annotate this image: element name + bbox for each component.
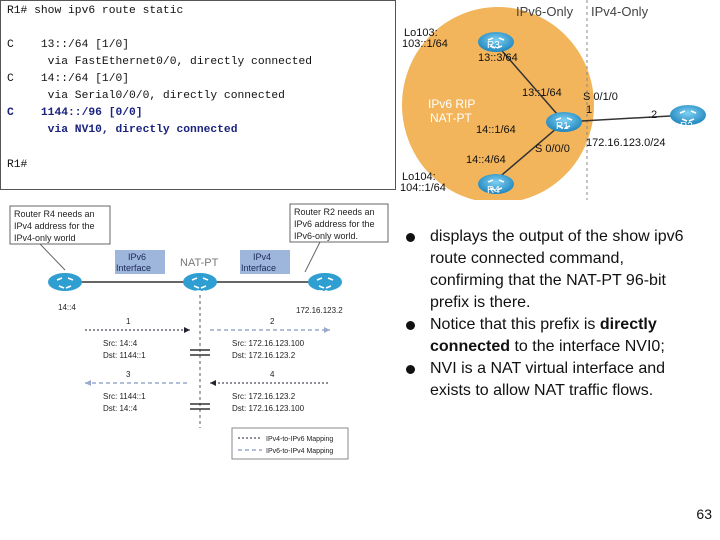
step-2-dst: Dst: 172.16.123.2 [232, 351, 296, 360]
router-r2-icon: R2 [670, 105, 706, 132]
flow-router-r4-icon [48, 273, 82, 291]
flow-router-r1-icon [183, 273, 217, 291]
step-2-label: 2 [270, 317, 275, 326]
ipv4-interface-label: Interface [241, 263, 276, 273]
bullet-text: NVI is a NAT virtual interface and exist… [430, 360, 666, 399]
lo104-addr: 104::1/64 [400, 182, 446, 194]
bullet-dot-icon [406, 321, 415, 330]
r2-note-line: IPv6 address for the [294, 219, 375, 229]
terminal-line: R1# [7, 159, 28, 171]
step-2-src: Src: 172.16.123.100 [232, 339, 305, 348]
ipv4-only-label: IPv4-Only [591, 4, 649, 19]
r4-address: 14::4 [58, 303, 76, 312]
terminal-line-highlighted: C 1144::/96 [0/0] [7, 107, 143, 119]
flow-r2-label: R2 [318, 289, 329, 298]
rip-label: IPv6 RIP [428, 97, 475, 111]
ipv6-area [402, 7, 594, 200]
legend-ipv4-to-ipv6: IPv4-to-IPv6 Mapping [266, 436, 333, 443]
step-4-dst: Dst: 172.16.123.100 [232, 404, 305, 413]
router-r1-icon: R1 [546, 112, 582, 132]
bullet-dot-icon [406, 233, 415, 242]
lo104-name: Lo104: [402, 171, 436, 183]
net-13-3: 13::3/64 [478, 52, 518, 64]
step-4-label: 4 [270, 370, 275, 379]
bullet-text: displays the output of the show ipv6 rou… [430, 228, 684, 311]
terminal-output: R1# show ipv6 route static C 13::/64 [1/… [0, 0, 396, 190]
ipv6-interface-label: Interface [116, 263, 151, 273]
bullet-text-pre: Notice that this prefix is [430, 316, 600, 333]
flow-router-r2-icon [308, 273, 342, 291]
router-r3-icon: R3 [478, 32, 514, 52]
port-2-label: .2 [648, 109, 657, 121]
terminal-line: via FastEthernet0/0, directly connected [7, 56, 313, 68]
terminal-line: R1# show ipv6 route static [7, 5, 184, 17]
router-r2-label: R2 [680, 121, 693, 132]
bullet-item: Notice that this prefix is directly conn… [400, 314, 700, 358]
ipv4-network-label: 172.16.123.0/24 [586, 137, 666, 149]
network-topology-diagram: IPv6-Only IPv4-Only Lo103: 103::1/64 13:… [400, 0, 706, 200]
lo103-addr: 103::1/64 [402, 38, 448, 50]
router-r3-label: R3 [487, 40, 500, 51]
flow-r4-label: R4 [61, 290, 72, 299]
router-r1-label: R1 [556, 121, 569, 132]
bullet-item: NVI is a NAT virtual interface and exist… [400, 358, 700, 402]
ipv6-interface-label: IPv6 [128, 252, 146, 262]
step-1-label: 1 [126, 317, 131, 326]
r4-note-line: Router R4 needs an [14, 209, 95, 219]
bullet-text-bold: directly connected [430, 316, 657, 355]
step-1-dst: Dst: 1144::1 [103, 351, 146, 360]
bullet-list: displays the output of the show ipv6 rou… [400, 226, 700, 402]
legend-ipv6-to-ipv4: IPv6-to-IPv4 Mapping [266, 448, 333, 455]
step-3-dst: Dst: 14::4 [103, 404, 138, 413]
r2-note-line: Router R2 needs an [294, 207, 375, 217]
step-4-src: Src: 172.16.123.2 [232, 392, 296, 401]
step-3-label: 3 [126, 370, 131, 379]
bullet-text-post: to the interface NVI0; [510, 338, 665, 355]
ipv4-interface-label: IPv4 [253, 252, 271, 262]
serial-010-label: S 0/1/0 [583, 91, 618, 103]
flow-r1-label: R1 [196, 289, 207, 298]
port-1-label: 1 [586, 104, 592, 116]
ipv4-interface-box [240, 250, 290, 274]
step-3-src: Src: 1144::1 [103, 392, 146, 401]
terminal-line: C 14::/64 [1/0] [7, 73, 130, 85]
flow-legend [231, 427, 349, 460]
terminal-line: C 13::/64 [1/0] [7, 39, 130, 51]
terminal-line-highlighted: via NV10, directly connected [7, 124, 238, 136]
natpt-label: NAT-PT [430, 111, 472, 125]
natpt-flow-diagram: Router R4 needs an IPv4 address for the … [9, 203, 389, 460]
bullet-dot-icon [406, 365, 415, 374]
r2-note-box [289, 203, 389, 243]
step-1-src: Src: 14::4 [103, 339, 138, 348]
r4-note-box [9, 205, 111, 245]
r2-address: 172.16.123.2 [296, 306, 343, 315]
natpt-label: NAT-PT [180, 257, 219, 269]
ipv6-interface-box [115, 250, 165, 274]
net-13-1: 13::1/64 [522, 87, 562, 99]
r4-note-line: IPv4-only world [14, 233, 76, 243]
router-r4-label: R4 [487, 185, 500, 196]
net-14-1: 14::1/64 [476, 124, 516, 136]
r2-note-line: IPv6-only world. [294, 231, 358, 241]
serial-000-label: S 0/0/0 [535, 143, 570, 155]
terminal-line: via Serial0/0/0, directly connected [7, 90, 285, 102]
router-r4-icon: R4 [478, 174, 514, 196]
net-14-4: 14::4/64 [466, 154, 506, 166]
ipv6-only-label: IPv6-Only [516, 4, 574, 19]
page-number: 63 [696, 506, 712, 522]
r4-note-line: IPv4 address for the [14, 221, 95, 231]
lo103-name: Lo103: [404, 27, 438, 39]
bullet-item: displays the output of the show ipv6 rou… [400, 226, 700, 314]
